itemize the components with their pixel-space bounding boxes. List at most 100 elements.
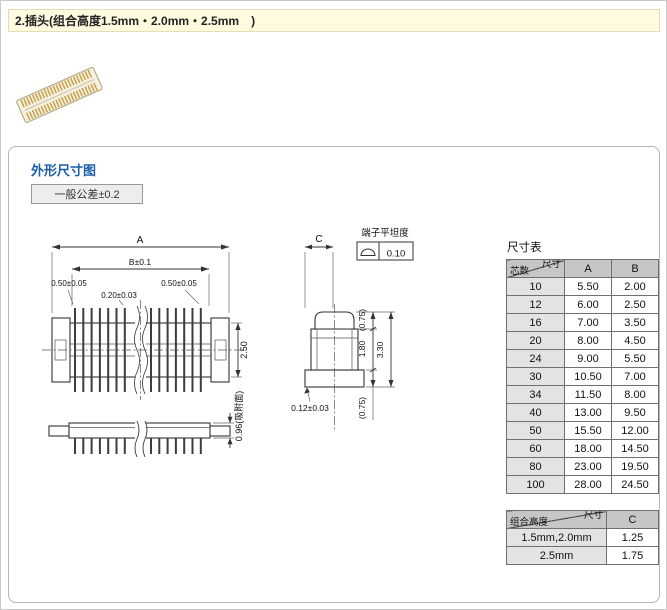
height-table-col-c: C [606,510,659,529]
corner-label-size2: 尺寸 [583,510,603,521]
front-break-line-left [134,305,140,395]
connector-photo [16,67,103,123]
dim-a-cell: 11.50 [564,385,612,404]
pin-count-cell: 16 [506,313,565,332]
dim-overall-label: 3.30 [375,341,385,358]
side-extension-lines [304,252,395,420]
dim-a-cell: 6.00 [564,295,612,314]
page-title: 2.插头(组合高度1.5mm・2.0mm・2.5mm ) [15,14,256,28]
flatness-symbol-icon [360,248,376,256]
dim-a-cell: 18.00 [564,439,612,458]
dim-bottom-ref-label: (0.75) [357,397,367,419]
pin-count-cell: 60 [506,439,565,458]
dim-b-cell: 4.50 [611,331,659,350]
dim-a-cell: 7.00 [564,313,612,332]
corner-label-pins: 芯数 [510,266,530,277]
flatness-title-label: 端子平坦度 [361,227,409,239]
dim-terminal-thickness-label: 0.12±0.03 [291,403,329,413]
flatness-frame [356,241,414,261]
dim-c-cell: 1.75 [606,546,659,565]
front-dimension-arrows [52,244,241,445]
dim-mid-label: 1.80 [357,340,367,357]
pin-count-cell: 40 [506,403,565,422]
size-table-col-b: B [611,259,659,278]
connector-photo-art [16,67,103,123]
dim-a-cell: 13.00 [564,403,612,422]
bottom-break-line-left [134,420,140,458]
pin-count-cell: 12 [506,295,565,314]
section-heading: 外形尺寸图 [31,163,97,178]
dim-c-cell: 1.25 [606,528,659,547]
dim-b-cell: 9.50 [611,403,659,422]
page-title-banner: 2.插头(组合高度1.5mm・2.0mm・2.5mm ) [8,9,660,32]
pin-count-cell: 100 [506,475,565,494]
side-dimension-arrows [304,244,394,394]
tolerance-note: 一般公差±0.2 [31,184,143,204]
pin-count-cell: 10 [506,277,565,296]
pin-count-cell: 34 [506,385,565,404]
corner-label-size: 尺寸 [541,259,561,270]
size-table-corner-cell: 尺寸 芯数 [506,259,565,278]
dim-a-cell: 28.00 [564,475,612,494]
size-table-header-row: 尺寸 芯数 A B [506,259,659,278]
dim-a-cell: 9.00 [564,349,612,368]
stack-height-cell: 2.5mm [506,546,607,565]
dim-suction-face-label: 0.96(吸附面) [233,391,244,442]
size-table-title: 尺寸表 [507,242,542,254]
corner-label-stack-height: 组合高度 [510,517,549,528]
height-table-corner-cell: 尺寸 组合高度 [506,510,607,529]
pin-count-cell: 24 [506,349,565,368]
dim-a-cell: 10.50 [564,367,612,386]
outline-dimension-section: 外形尺寸图 一般公差±0.2 [8,146,660,603]
dim-a-cell: 8.00 [564,331,612,350]
dim-b-cell: 3.50 [611,313,659,332]
dim-b-cell: 2.00 [611,277,659,296]
dim-pin-width-label: 0.20±0.03 [101,291,137,300]
dim-a-cell: 23.00 [564,457,612,476]
pin-count-cell: 20 [506,331,565,350]
dim-b-label: B±0.1 [129,257,151,267]
stack-height-cell: 1.5mm,2.0mm [506,528,607,547]
dimension-drawing: A B±0.1 0.50±0.05 0.50±0.05 0.20±0.03 2.… [42,227,414,458]
height-table: 尺寸 组合高度 C 1.5mm,2.0mm 1.25 2.5mm 1.75 [506,510,659,565]
pin-count-cell: 50 [506,421,565,440]
dim-pitch-left-label: 0.50±0.05 [51,279,87,288]
table-row: 1.5mm,2.0mm 1.25 [506,528,659,547]
dim-b-cell: 8.00 [611,385,659,404]
dim-a-cell: 15.50 [564,421,612,440]
bottom-break-line-right [142,420,148,458]
dim-b-cell: 12.00 [611,421,659,440]
size-table-col-a: A [564,259,612,278]
pin-count-cell: 30 [506,367,565,386]
height-table-header-row: 尺寸 组合高度 C [506,510,659,529]
dim-top-ref-label: (0.75) [357,309,367,331]
dim-b-cell: 19.50 [611,457,659,476]
table-row: 2.5mm 1.75 [506,546,659,565]
dim-b-cell: 24.50 [611,475,659,494]
pin-count-cell: 80 [506,457,565,476]
dim-a-label: A [137,235,144,246]
dim-a-cell: 5.50 [564,277,612,296]
dim-b-cell: 2.50 [611,295,659,314]
dim-b-cell: 5.50 [611,349,659,368]
dimension-labels: A B±0.1 0.50±0.05 0.50±0.05 0.20±0.03 2.… [51,227,409,441]
dim-c-label: C [315,234,322,245]
dim-b-cell: 7.00 [611,367,659,386]
flatness-value-label: 0.10 [387,249,406,260]
dim-b-cell: 14.50 [611,439,659,458]
front-extension-lines [51,252,242,439]
dim-pitch-right-label: 0.50±0.05 [161,279,197,288]
